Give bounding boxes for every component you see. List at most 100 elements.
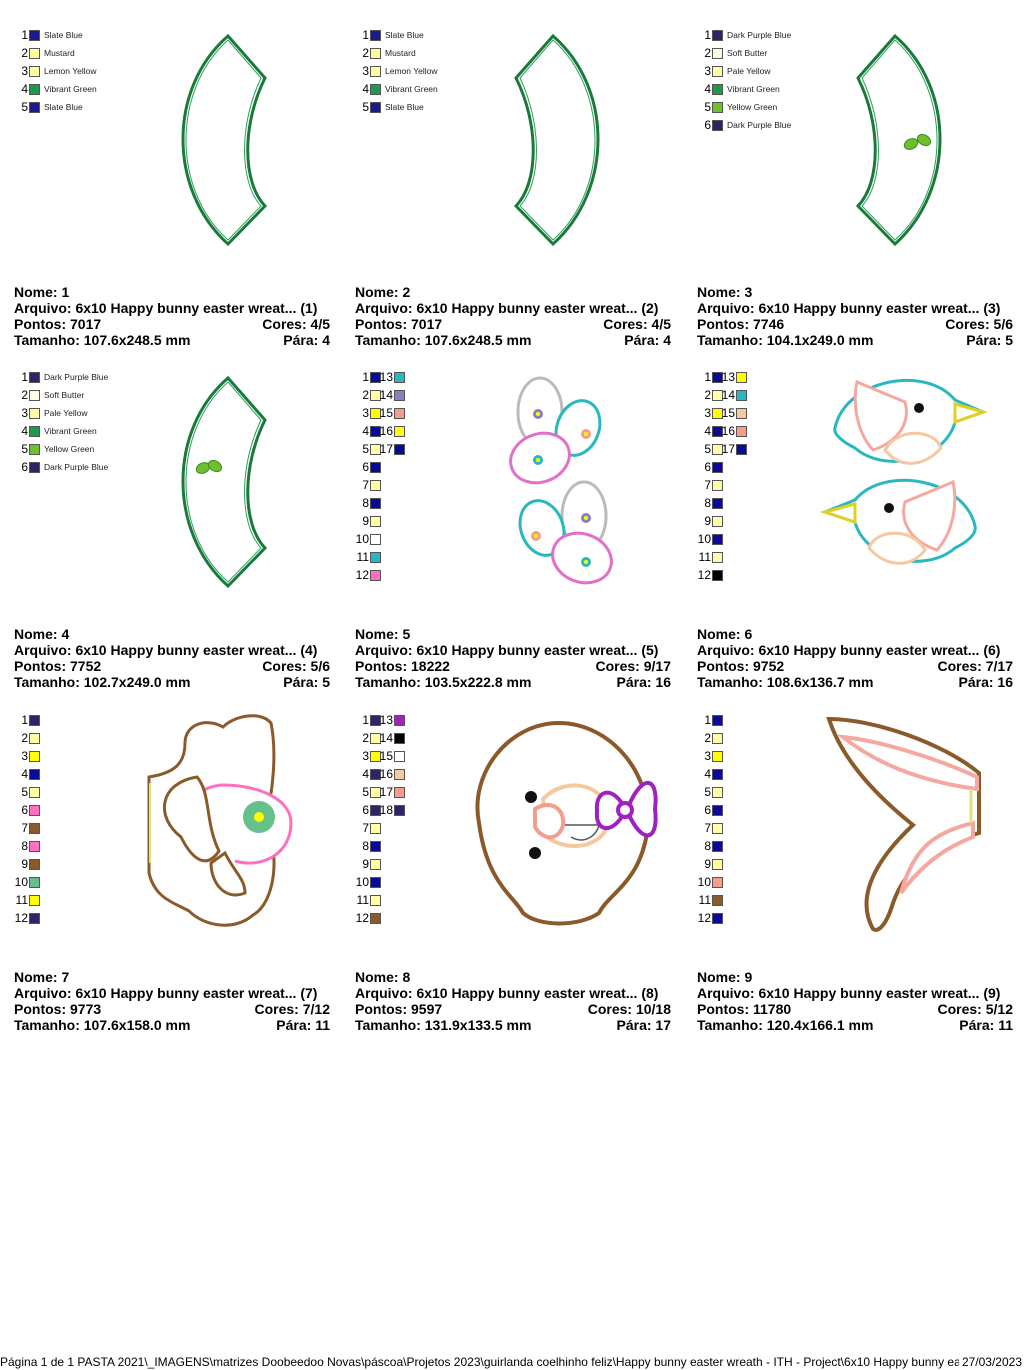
thread-color-number: 1 xyxy=(362,370,369,384)
design-name: 6 xyxy=(744,626,753,642)
thread-color-item: 11 xyxy=(347,891,381,909)
thread-color-swatch xyxy=(394,425,405,437)
design-size: 102.7x249.0 mm xyxy=(83,674,191,690)
thread-color-swatch xyxy=(29,858,40,870)
thread-color-swatch xyxy=(394,443,405,455)
thread-color-number: 11 xyxy=(698,893,711,907)
thread-color-number: 10 xyxy=(355,532,369,546)
thread-color-item: 7 xyxy=(347,819,381,837)
thread-color-number: 17 xyxy=(379,785,393,799)
design-size: 131.9x133.5 mm xyxy=(424,1017,532,1033)
thread-color-item: 7 xyxy=(6,819,40,837)
design-name: 4 xyxy=(61,626,70,642)
design-file: 6x10 Happy bunny easter wreat... (1) xyxy=(75,300,318,316)
thread-color-swatch xyxy=(712,912,723,924)
thread-color-swatch xyxy=(712,876,723,888)
thread-color-swatch xyxy=(394,750,405,762)
thread-color-number: 8 xyxy=(704,839,711,853)
thread-color-swatch xyxy=(712,894,723,906)
thread-color-name: Slate Blue xyxy=(44,30,83,40)
thread-color-item: 12 xyxy=(689,566,723,584)
thread-color-item: 8 xyxy=(689,837,723,855)
thread-color-item: 1 xyxy=(689,711,723,729)
thread-color-number: 2 xyxy=(704,46,711,60)
thread-color-number: 5 xyxy=(362,785,369,799)
thread-color-number: 14 xyxy=(721,388,735,402)
thread-color-swatch xyxy=(394,732,405,744)
thread-color-name: Slate Blue xyxy=(385,102,424,112)
thread-color-item: 8 xyxy=(6,837,40,855)
thread-color-swatch xyxy=(370,551,381,563)
thread-color-swatch xyxy=(712,389,723,401)
birds-art xyxy=(819,378,988,565)
thread-color-swatch xyxy=(712,750,723,762)
thread-color-swatch xyxy=(370,876,381,888)
thread-color-swatch xyxy=(712,786,723,798)
thread-color-item: 3 xyxy=(6,747,40,765)
thread-color-swatch xyxy=(370,786,381,798)
thread-color-swatch xyxy=(370,443,381,455)
thread-color-name: Vibrant Green xyxy=(727,84,780,94)
stop-count: 11 xyxy=(998,1017,1013,1033)
thread-color-item: 11 xyxy=(347,548,381,566)
thread-color-swatch xyxy=(29,65,40,77)
thread-color-item: 8 xyxy=(347,837,381,855)
thread-color-name: Mustard xyxy=(44,48,75,58)
thread-color-number: 4 xyxy=(21,82,28,96)
design-name: 2 xyxy=(402,284,411,300)
thread-color-number: 3 xyxy=(21,64,28,78)
thread-color-item: 14 xyxy=(371,729,405,747)
thread-color-number: 12 xyxy=(355,568,369,582)
wreath-segment-art xyxy=(181,33,268,246)
stop-count: 17 xyxy=(655,1017,671,1033)
thread-color-number: 5 xyxy=(704,442,711,456)
thread-color-item: 15 xyxy=(371,404,405,422)
thread-color-number: 10 xyxy=(697,532,711,546)
thread-color-number: 9 xyxy=(362,514,369,528)
design-name: 9 xyxy=(744,969,753,985)
thread-color-number: 12 xyxy=(697,911,711,925)
thread-color-number: 4 xyxy=(362,82,369,96)
thread-color-name: Lemon Yellow xyxy=(385,66,438,76)
thread-color-item: 2 xyxy=(6,729,40,747)
color-count: 10/18 xyxy=(635,1001,671,1017)
thread-color-number: 6 xyxy=(362,803,369,817)
thread-color-number: 4 xyxy=(21,767,28,781)
wreath-segment-leaf-art xyxy=(181,375,268,588)
thread-color-number: 10 xyxy=(14,875,28,889)
thread-color-swatch xyxy=(712,569,723,581)
thread-color-number: 5 xyxy=(704,100,711,114)
thread-color-item: 12 xyxy=(347,909,381,927)
thread-color-swatch xyxy=(370,371,381,383)
thread-color-swatch xyxy=(370,389,381,401)
easter-eggs-art xyxy=(509,376,613,585)
thread-color-item: 6 xyxy=(347,458,381,476)
thread-color-name: Slate Blue xyxy=(44,102,83,112)
thread-color-swatch xyxy=(370,407,381,419)
thread-color-number: 4 xyxy=(704,424,711,438)
thread-color-number: 4 xyxy=(362,424,369,438)
thread-color-number: 4 xyxy=(21,424,28,438)
thread-color-swatch xyxy=(370,750,381,762)
thread-color-number: 1 xyxy=(362,713,369,727)
thread-color-item: 4 xyxy=(347,422,381,440)
thread-color-number: 1 xyxy=(704,370,711,384)
thread-color-swatch xyxy=(29,840,40,852)
thread-color-item: 3 xyxy=(347,747,381,765)
thread-color-number: 1 xyxy=(704,28,711,42)
thread-color-item: 3 xyxy=(689,404,723,422)
design-size: 107.6x248.5 mm xyxy=(83,332,191,348)
thread-color-name: Dark Purple Blue xyxy=(727,30,792,40)
thread-color-swatch xyxy=(29,822,40,834)
thread-color-item: 10 xyxy=(689,873,723,891)
thread-color-name: Lemon Yellow xyxy=(44,66,97,76)
thread-color-swatch xyxy=(29,768,40,780)
